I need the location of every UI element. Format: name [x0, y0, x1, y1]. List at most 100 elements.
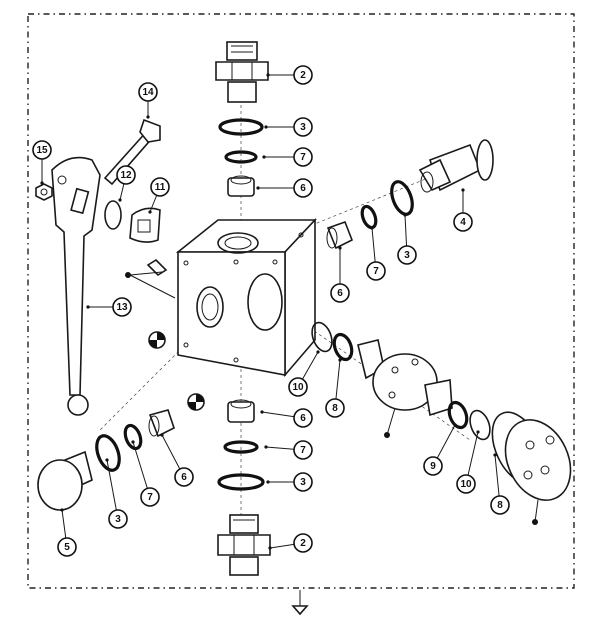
leader-dot	[493, 453, 497, 457]
callout-circle	[293, 408, 313, 428]
callout-c10-left: 10	[288, 350, 320, 397]
callout-circle	[112, 297, 132, 317]
valve-insert	[357, 339, 453, 417]
handle-13	[51, 156, 101, 416]
callout-number: 3	[115, 514, 121, 525]
callout-number: 11	[155, 182, 166, 193]
bottom-pointer	[291, 590, 309, 616]
callout-c9: 9	[423, 423, 457, 476]
callout-c15: 15	[32, 140, 52, 185]
callout-circle	[288, 377, 308, 397]
o-ring-3-left	[95, 434, 121, 472]
callout-number: 15	[36, 145, 48, 156]
leader-dot	[105, 458, 109, 462]
seat-6-top	[227, 175, 255, 197]
bolt-14	[103, 118, 161, 186]
callout-number: 5	[64, 542, 70, 553]
callout-circle	[32, 140, 52, 160]
callout-number: 3	[300, 477, 306, 488]
callout-circle	[423, 456, 443, 476]
callout-c7-top: 7	[262, 147, 313, 167]
callout-circle	[293, 178, 313, 198]
callout-circle	[138, 82, 158, 102]
leader-dot	[476, 430, 480, 434]
leader-dot	[264, 445, 268, 449]
callout-number: 3	[300, 122, 306, 133]
valve-block	[175, 217, 317, 378]
callout-circle	[116, 165, 136, 185]
leader-dot	[60, 508, 64, 512]
o-ring-8-left	[332, 332, 354, 362]
callout-circle	[293, 65, 313, 85]
washer-10-left	[311, 321, 333, 353]
leader-dot	[338, 358, 342, 362]
leader-dot	[40, 181, 44, 185]
cap-8	[491, 411, 572, 501]
callout-c6-mid: 6	[260, 408, 313, 428]
fitting-4	[418, 139, 494, 193]
leader-dot	[338, 246, 342, 250]
o-ring-7-right	[360, 204, 378, 230]
leader-dot	[266, 480, 270, 484]
callout-c3-mid: 3	[266, 472, 313, 492]
callout-circle	[330, 283, 350, 303]
callout-number: 6	[300, 183, 306, 194]
fitting-2-top	[215, 41, 269, 103]
callout-number: 6	[181, 472, 187, 483]
callout-number: 10	[292, 382, 304, 393]
nut-15	[35, 183, 53, 201]
callout-circle	[174, 467, 194, 487]
callout-c2-bottom: 2	[268, 533, 313, 553]
target-symbol-right	[187, 393, 205, 411]
callout-circle	[325, 398, 345, 418]
callout-number: 7	[373, 266, 379, 277]
o-ring-3-right	[390, 180, 414, 216]
seat-6-mid	[227, 399, 255, 423]
callout-circle	[140, 487, 160, 507]
callout-number: 7	[300, 445, 306, 456]
target-symbol-left	[148, 331, 166, 349]
callout-c14: 14	[138, 82, 158, 119]
callout-number: 6	[300, 413, 306, 424]
washer-10-right	[469, 409, 491, 441]
callout-circle	[490, 495, 510, 515]
o-ring-7-top	[224, 150, 258, 164]
callout-c11: 11	[148, 177, 170, 214]
leader-dot	[160, 433, 164, 437]
plug-5	[37, 450, 93, 511]
leader-dot	[131, 440, 135, 444]
callout-number: 6	[337, 288, 343, 299]
callout-number: 14	[142, 87, 154, 98]
o-ring-7-mid	[223, 440, 259, 454]
callout-c8-right: 8	[490, 453, 510, 515]
fitting-2-bottom	[217, 514, 271, 576]
callout-c7-right: 7	[366, 226, 386, 281]
seat-6-right	[326, 220, 354, 250]
leader-dot	[461, 188, 465, 192]
callout-c6-left: 6	[160, 433, 194, 487]
o-ring-9	[447, 400, 469, 430]
diagram-border	[27, 13, 575, 589]
leader-dot	[268, 546, 272, 550]
callout-circle	[150, 177, 170, 197]
callout-c3-right: 3	[397, 213, 417, 265]
callout-c4: 4	[453, 188, 473, 232]
leader-dot	[118, 198, 122, 202]
leader-dot	[370, 226, 374, 230]
callout-number: 2	[300, 538, 306, 549]
callout-circle	[293, 472, 313, 492]
o-ring-7-left	[123, 423, 143, 451]
callout-number: 4	[460, 217, 466, 228]
o-ring-3-mid	[217, 473, 265, 491]
leader-dot	[148, 210, 152, 214]
callout-circle	[397, 245, 417, 265]
callout-number: 10	[460, 479, 472, 490]
callout-circle	[57, 537, 77, 557]
leader-dot	[260, 410, 264, 414]
pin	[125, 258, 176, 299]
callout-number: 7	[300, 152, 306, 163]
callout-c3-left: 3	[105, 458, 128, 529]
callout-number: 13	[116, 302, 128, 313]
callout-c10-right: 10	[456, 430, 480, 494]
